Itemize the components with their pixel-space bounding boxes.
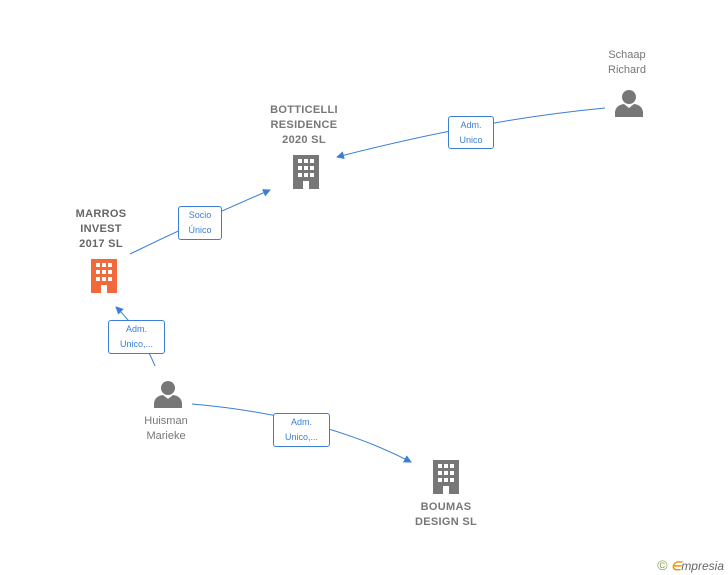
person-icon[interactable]	[153, 380, 183, 408]
building-icon[interactable]	[291, 155, 321, 189]
person-label-huisman[interactable]: Huisman Marieke	[144, 415, 188, 442]
company-label-marros[interactable]: MARROS INVEST 2017 SL	[75, 208, 127, 250]
brand-name: mpresia	[681, 559, 724, 573]
empresia-watermark: © ∈mpresia	[657, 557, 724, 573]
edge-label-adm-unico: Adm. Unico	[448, 116, 494, 149]
person-icon[interactable]	[614, 89, 644, 117]
building-icon[interactable]	[89, 259, 119, 293]
brand-logo-initial: ∈	[670, 559, 682, 573]
edge-label-adm-unico: Adm. Unico,...	[273, 413, 330, 447]
edge-label-socio-unico: Socio Único	[178, 206, 222, 240]
edge-label-adm-unico: Adm. Unico,...	[108, 320, 165, 354]
company-label-boumas[interactable]: BOUMAS DESIGN SL	[415, 501, 477, 528]
company-label-botticelli[interactable]: BOTTICELLI RESIDENCE 2020 SL	[270, 104, 338, 146]
building-icon[interactable]	[431, 460, 461, 494]
person-label-schaap[interactable]: Schaap Richard	[608, 49, 646, 76]
copyright-icon: ©	[657, 557, 668, 573]
